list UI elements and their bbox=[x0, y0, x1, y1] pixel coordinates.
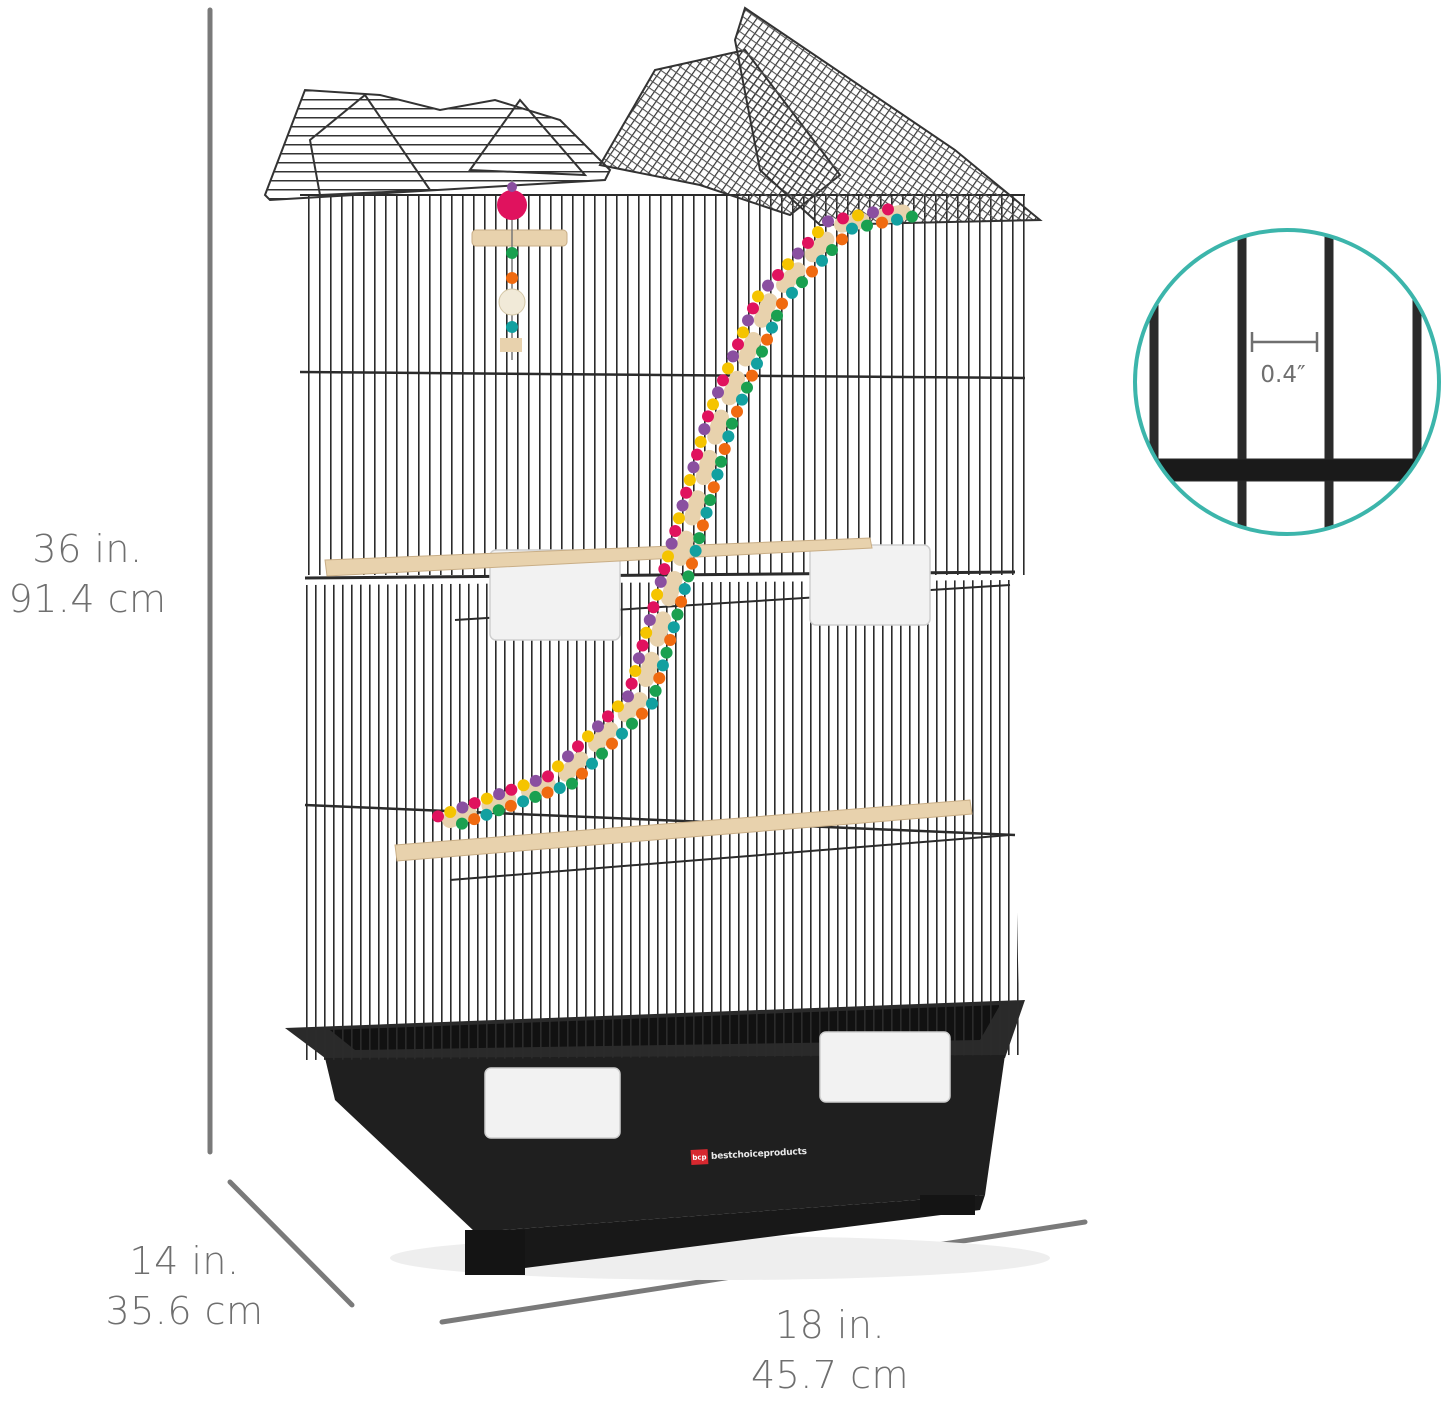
height-dimension-label: 36 in. 91.4 cm bbox=[0, 524, 175, 624]
height-imperial: 36 in. bbox=[32, 527, 143, 571]
height-metric: 91.4 cm bbox=[8, 577, 167, 621]
perches bbox=[324, 229, 973, 862]
feeder-cup-upper-left bbox=[489, 549, 621, 641]
width-imperial: 18 in. bbox=[774, 1303, 886, 1347]
feeder-cup-upper-right bbox=[809, 544, 931, 626]
upper-cage bbox=[299, 194, 1026, 575]
inset-ring bbox=[1133, 228, 1441, 536]
feeder-cup-lower-right bbox=[819, 1031, 951, 1103]
brand-logo: bcp bbox=[690, 1149, 709, 1165]
width-metric: 45.7 cm bbox=[750, 1353, 910, 1397]
brand-name: bestchoiceproducts bbox=[710, 1146, 808, 1162]
depth-dimension-line bbox=[227, 1179, 355, 1308]
bead-ladder bbox=[432, 202, 923, 830]
feeder-cup-lower-left bbox=[484, 1067, 621, 1139]
width-dimension-label: 18 in. 45.7 cm bbox=[735, 1300, 925, 1400]
depth-dimension-label: 14 in. 35.6 cm bbox=[92, 1236, 277, 1336]
hanging-toy bbox=[497, 180, 527, 360]
feeder-cups bbox=[484, 544, 951, 1139]
bar-spacing-label: 0.4″ bbox=[1260, 362, 1306, 388]
depth-imperial: 14 in. bbox=[129, 1239, 240, 1283]
roof bbox=[263, 6, 1043, 227]
bar-spacing-inset bbox=[1133, 228, 1441, 536]
depth-metric: 35.6 cm bbox=[105, 1289, 264, 1333]
